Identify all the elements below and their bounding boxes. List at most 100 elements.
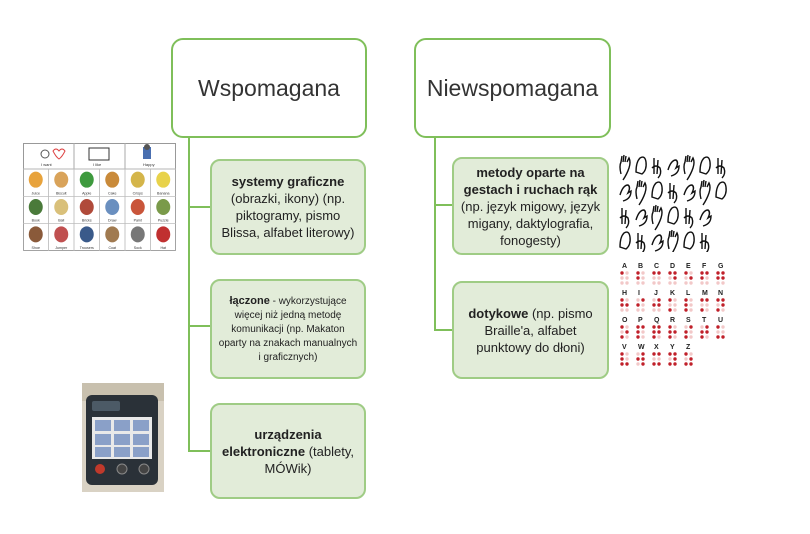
symbol-picture xyxy=(79,199,94,215)
braille-dot xyxy=(652,298,656,302)
hand-sign-icon xyxy=(635,156,647,175)
left-branch-line-2 xyxy=(188,325,210,327)
braille-dot xyxy=(668,308,672,312)
braille-letter-label: F xyxy=(702,263,707,270)
hand-sign-icon xyxy=(715,158,726,179)
braille-dot xyxy=(657,298,661,302)
symbol-label: Sock xyxy=(134,246,142,250)
braille-dot xyxy=(689,335,693,339)
hand-sign-icon xyxy=(683,184,696,202)
braille-dot xyxy=(705,330,709,334)
braille-dot xyxy=(636,298,640,302)
braille-dot xyxy=(673,298,677,302)
braille-dot xyxy=(657,303,661,307)
braille-dot xyxy=(636,276,640,280)
braille-letter-label: P xyxy=(638,317,643,324)
braille-dot xyxy=(668,281,672,285)
braille-dot xyxy=(652,330,656,334)
hand-sign-icon xyxy=(699,233,710,252)
braille-dot xyxy=(625,276,629,280)
braille-dot xyxy=(721,281,725,285)
electronic-devices-desc: (tablety, MÓWik) xyxy=(264,443,354,476)
braille-dot xyxy=(652,308,656,312)
hand-sign-icon xyxy=(635,233,646,252)
symbol-picture xyxy=(28,171,43,188)
symbol-label: Banana xyxy=(157,191,169,195)
symbol-picture xyxy=(130,226,145,243)
hand-sign-icon xyxy=(683,231,695,250)
braille-dot xyxy=(716,308,720,312)
braille-letter-label: E xyxy=(686,263,691,270)
symbol-picture xyxy=(156,226,171,243)
braille-letter-label: B xyxy=(638,263,643,270)
symbol-label: Paint xyxy=(134,219,142,223)
braille-dot xyxy=(673,271,677,275)
braille-dot xyxy=(684,298,688,302)
braille-dot xyxy=(684,335,688,339)
braille-dot xyxy=(636,281,640,285)
braille-dot xyxy=(641,335,645,339)
braille-letter-label: Q xyxy=(654,317,660,324)
braille-dot xyxy=(620,303,624,307)
braille-dot xyxy=(673,276,677,280)
symbol-picture xyxy=(105,199,120,215)
symbol-label: Bricks xyxy=(82,219,92,223)
electronic-devices-label: urządzenia elektroniczne xyxy=(222,426,322,459)
right-trunk-line xyxy=(434,134,436,330)
braille-dot xyxy=(716,281,720,285)
combined-desc: - wykorzystujące więcej niż jedną metodę… xyxy=(218,295,358,363)
braille-dot xyxy=(705,303,709,307)
braille-letter-label: R xyxy=(670,317,675,324)
tactile-label: dotykowe xyxy=(468,305,529,321)
symbol-picture xyxy=(156,199,171,215)
hand-sign-icon xyxy=(667,183,678,204)
symbol-picture xyxy=(79,226,94,243)
braille-dot xyxy=(625,271,629,275)
braille-dot xyxy=(689,352,693,356)
wspomagana-title: Wspomagana xyxy=(198,74,340,101)
braille-dot xyxy=(657,271,661,275)
hand-sign-icon xyxy=(635,209,648,227)
braille-letter-label: A xyxy=(622,263,627,270)
braille-dot xyxy=(689,281,693,285)
hand-sign-icon xyxy=(667,229,679,252)
hand-sign-icon xyxy=(683,154,695,181)
braille-dot xyxy=(620,298,624,302)
braille-dot xyxy=(721,271,725,275)
braille-dot xyxy=(636,271,640,275)
symbol-board-header-2: I like xyxy=(93,162,102,167)
braille-letter-label: L xyxy=(686,290,691,297)
symbol-picture xyxy=(105,171,120,188)
combined-label: łączone xyxy=(229,294,270,307)
symbol-label: Coat xyxy=(108,246,116,250)
braille-dot xyxy=(673,281,677,285)
braille-dot xyxy=(652,271,656,275)
braille-dot xyxy=(689,357,693,361)
braille-dot xyxy=(620,325,624,329)
braille-dot xyxy=(673,330,677,334)
left-trunk-line xyxy=(188,134,190,450)
braille-dot xyxy=(716,271,720,275)
braille-dot xyxy=(716,335,720,339)
braille-dot xyxy=(684,330,688,334)
braille-dot xyxy=(657,330,661,334)
braille-dot xyxy=(668,335,672,339)
braille-dot xyxy=(636,357,640,361)
hand-sign-icon xyxy=(683,208,694,229)
braille-dot xyxy=(620,330,624,334)
braille-letter-label: I xyxy=(638,290,640,297)
braille-dot xyxy=(641,352,645,356)
braille-dot xyxy=(684,271,688,275)
hand-sign-icon xyxy=(667,206,679,225)
braille-letter-label: O xyxy=(622,317,628,324)
braille-dot xyxy=(684,308,688,312)
braille-dot xyxy=(636,325,640,329)
hand-sign-icon xyxy=(619,208,630,229)
braille-dot xyxy=(673,352,677,356)
braille-dot xyxy=(700,298,704,302)
hand-sign-icon xyxy=(619,231,631,250)
braille-dot xyxy=(689,276,693,280)
symbol-picture xyxy=(105,226,120,243)
